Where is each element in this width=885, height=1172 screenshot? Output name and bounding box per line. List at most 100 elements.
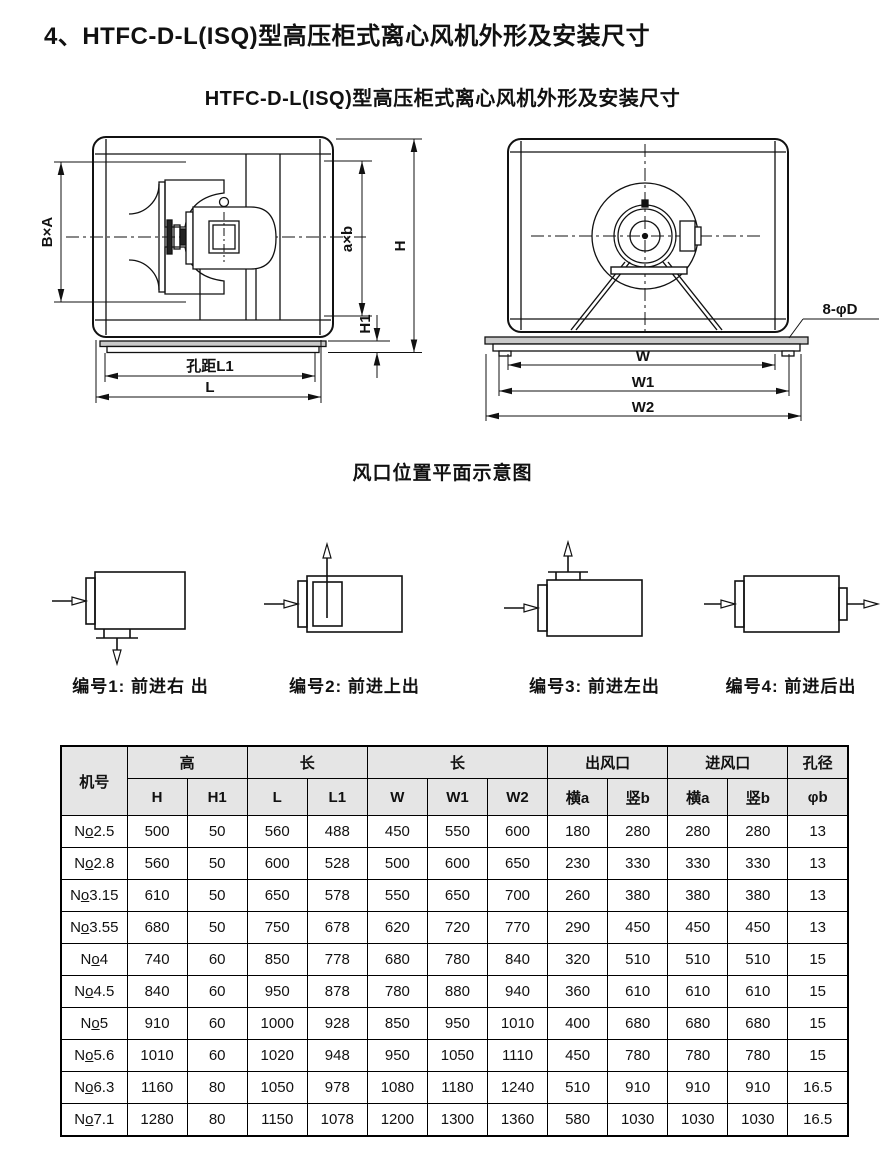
dimension-cell: 1080	[366, 1071, 428, 1104]
dimension-cell: 60	[186, 975, 248, 1008]
dimension-cell: 1300	[426, 1103, 488, 1137]
dimension-cell: 330	[607, 847, 669, 880]
col-header-phib: φb	[787, 778, 849, 816]
col-group-length: 长	[246, 745, 368, 779]
col-header-outlet-a: 横a	[547, 778, 609, 816]
dimension-cell: 15	[787, 975, 849, 1008]
dimension-cell: 488	[306, 815, 368, 848]
support-legs	[570, 261, 723, 331]
dimension-cell: 680	[366, 943, 428, 976]
dimension-cell: 600	[426, 847, 488, 880]
dimension-cell: 1180	[426, 1071, 488, 1104]
dimension-cell: 450	[547, 1039, 609, 1072]
dimension-cell: 528	[306, 847, 368, 880]
motor	[185, 196, 277, 320]
dimension-cell: 1078	[306, 1103, 368, 1137]
dimension-cell: 500	[126, 815, 188, 848]
dimension-cell: 1030	[727, 1103, 789, 1137]
outlet-diagram-3-drawing	[504, 539, 643, 637]
machine-no-cell: No3.15	[60, 879, 128, 912]
dimension-cell: 50	[186, 879, 248, 912]
page-title: 4、HTFC-D-L(ISQ)型高压柜式离心风机外形及安装尺寸	[44, 23, 651, 50]
dimension-cell: 400	[547, 1007, 609, 1040]
dimension-cell: 280	[607, 815, 669, 848]
dimension-cell: 580	[547, 1103, 609, 1137]
dimension-cell: 16.5	[787, 1071, 849, 1104]
machine-no-cell: No2.5	[60, 815, 128, 848]
dimension-cell: 950	[426, 1007, 488, 1040]
dimension-cell: 16.5	[787, 1103, 849, 1137]
dimension-cell: 13	[787, 879, 849, 912]
dimension-cell: 780	[727, 1039, 789, 1072]
dimension-cell: 1050	[426, 1039, 488, 1072]
dimension-cell: 380	[667, 879, 729, 912]
dimension-cell: 610	[607, 975, 669, 1008]
dimension-cell: 680	[727, 1007, 789, 1040]
dimension-cell: 380	[727, 879, 789, 912]
dimension-cell: 770	[486, 911, 549, 944]
dimension-cell: 778	[306, 943, 368, 976]
dimension-cell: 450	[366, 815, 428, 848]
section-title: 风口位置平面示意图	[352, 463, 533, 484]
dimension-cell: 1030	[667, 1103, 729, 1137]
dimension-cell: 650	[246, 879, 308, 912]
dimension-cell: 680	[667, 1007, 729, 1040]
dimension-cell: 840	[126, 975, 188, 1008]
fan-dimensions-table: 机号 高 长 长 出风口 进风口 孔径 H H1 L L1 W W1 W2 横a…	[60, 745, 849, 1137]
dim-label-bxa: B×A	[39, 217, 56, 248]
dimension-cell: 910	[727, 1071, 789, 1104]
col-header-h1: H1	[186, 778, 248, 816]
dimension-cell: 880	[426, 975, 488, 1008]
dimension-cell: 360	[547, 975, 609, 1008]
dimension-cell: 780	[366, 975, 428, 1008]
dimension-cell: 620	[366, 911, 428, 944]
machine-no-cell: No7.1	[60, 1103, 128, 1137]
dimension-cell: 230	[547, 847, 609, 880]
dimension-cell: 720	[426, 911, 488, 944]
dimension-cell: 1160	[126, 1071, 188, 1104]
dimension-cell: 50	[186, 815, 248, 848]
col-header-inlet-a: 横a	[667, 778, 729, 816]
dimension-cell: 1150	[246, 1103, 308, 1137]
dimension-cell: 450	[607, 911, 669, 944]
dim-label-w2: W2	[632, 399, 655, 416]
dimension-cell: 450	[727, 911, 789, 944]
dimension-cell: 780	[607, 1039, 669, 1072]
dimension-cell: 280	[667, 815, 729, 848]
outlet-diagram-4: 编号4: 前进后出	[698, 536, 884, 697]
dim-label-w: W	[636, 348, 651, 365]
dimension-cell: 560	[126, 847, 188, 880]
dimension-cell: 15	[787, 1007, 849, 1040]
machine-no-cell: No4	[60, 943, 128, 976]
fan-inlet	[591, 182, 702, 290]
dimensions-side	[54, 138, 422, 403]
dim-label-h1: H1	[357, 314, 374, 333]
dim-label-l: L	[205, 379, 214, 396]
base-channel-side	[99, 340, 327, 354]
dimension-cell: 80	[186, 1071, 248, 1104]
dimension-cell: 680	[607, 1007, 669, 1040]
dimension-cell: 978	[306, 1071, 368, 1104]
dimension-cell: 740	[126, 943, 188, 976]
dimension-cell: 950	[366, 1039, 428, 1072]
dimension-cell: 578	[306, 879, 368, 912]
outlet-diagram-2: 编号2: 前进上出	[252, 536, 457, 697]
dimension-cell: 1030	[607, 1103, 669, 1137]
front-view-drawing: W W1 W2 8-φD	[484, 138, 879, 421]
dimension-cell: 600	[486, 815, 549, 848]
col-header-w: W	[366, 778, 428, 816]
dimension-cell: 750	[246, 911, 308, 944]
col-group-inlet: 进风口	[667, 745, 789, 779]
dimension-cell: 260	[547, 879, 609, 912]
dimension-cell: 610	[727, 975, 789, 1008]
dimension-cell: 450	[667, 911, 729, 944]
machine-no-cell: No5.6	[60, 1039, 128, 1072]
outlet-caption-1: 编号1: 前进右 出	[72, 677, 209, 696]
dimension-cell: 50	[186, 911, 248, 944]
col-header-outlet-b: 竖b	[607, 778, 669, 816]
